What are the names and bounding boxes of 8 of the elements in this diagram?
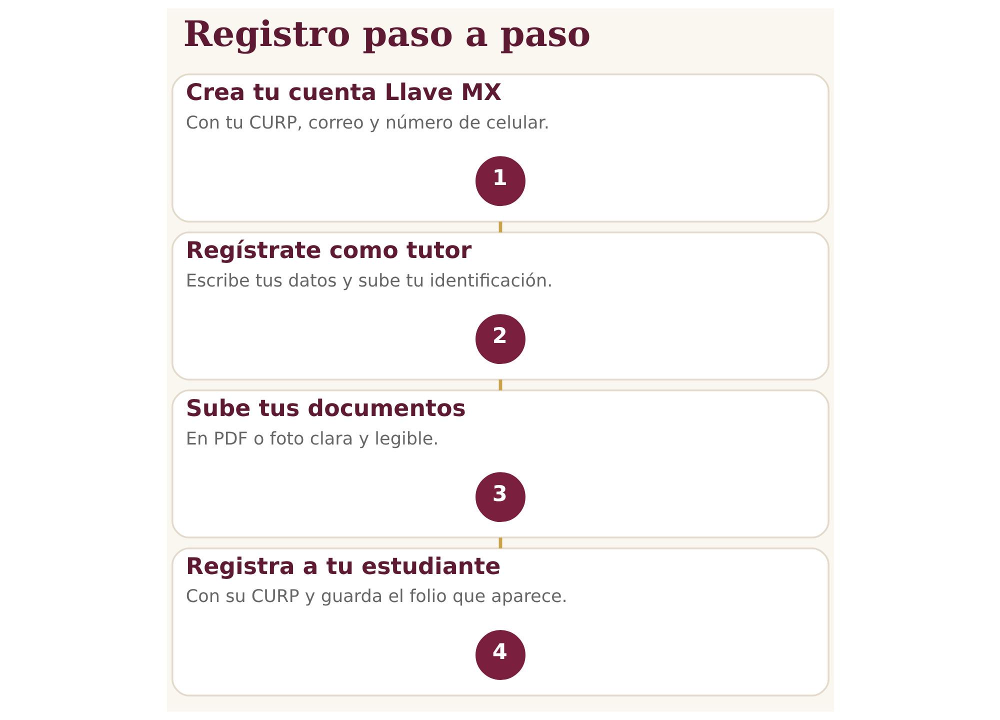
connector: [498, 222, 502, 232]
node-circle: 4: [475, 630, 525, 680]
connector: [498, 380, 502, 390]
node-circle: 3: [475, 472, 525, 522]
node-circle: 2: [475, 314, 525, 364]
node-circle: 1: [475, 156, 525, 206]
connector: [498, 538, 502, 548]
diagram-title: Registro paso a paso: [182, 14, 590, 55]
